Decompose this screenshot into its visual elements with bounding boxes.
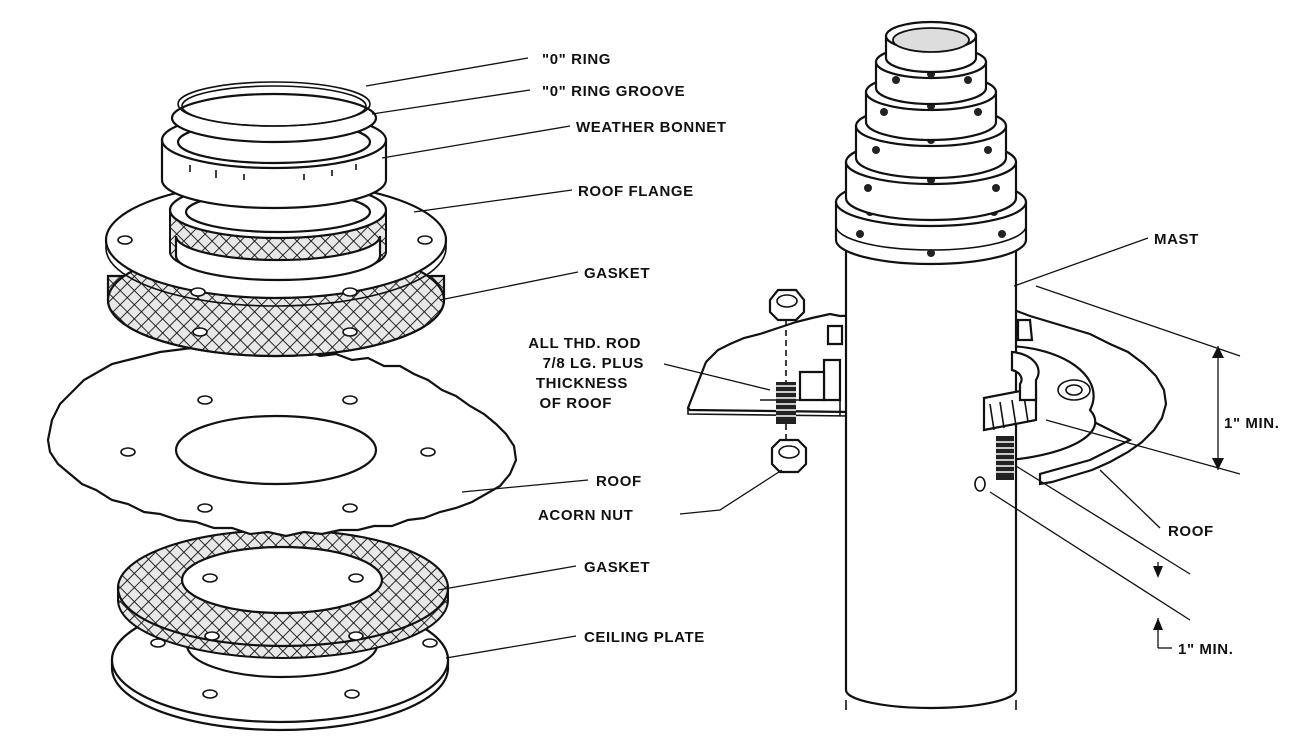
label-mast: MAST — [1154, 231, 1199, 248]
label-thd-rod-3: THICKNESS — [536, 375, 628, 392]
roof-left-sheet — [46, 344, 518, 538]
label-thd-rod-1: ALL THD. ROD — [528, 335, 641, 352]
label-o-ring: "0" RING — [542, 51, 611, 68]
hex-nut-top — [768, 288, 806, 322]
label-o-ring-groove: "0" RING GROOVE — [542, 83, 685, 100]
label-min-top: 1" MIN. — [1224, 415, 1279, 432]
label-roof-flange: ROOF FLANGE — [578, 183, 694, 200]
threaded-rod-right — [974, 436, 1014, 492]
leader-lines — [365, 57, 1161, 659]
label-weather-bonnet: WEATHER BONNET — [576, 119, 727, 136]
o-ring — [170, 81, 378, 144]
label-ceiling-plate: CEILING PLATE — [584, 629, 705, 646]
mast-clamp-left — [798, 358, 842, 402]
mast-telescoping-sections — [834, 20, 1028, 266]
labels: "0" RING "0" RING GROOVE WEATHER BONNET … — [528, 51, 1279, 658]
label-acorn-nut: ACORN NUT — [538, 507, 633, 524]
mast-clamp-right — [982, 350, 1040, 432]
label-min-bottom: 1" MIN. — [1178, 641, 1233, 658]
gasket-bottom — [116, 528, 450, 659]
label-thd-rod-4: OF ROOF — [539, 395, 612, 412]
label-gasket-top: GASKET — [584, 265, 650, 282]
dimension-bottom — [989, 465, 1191, 649]
acorn-nut — [770, 438, 808, 474]
label-gasket-bottom: GASKET — [584, 559, 650, 576]
mast-cylinder — [844, 238, 1018, 710]
threaded-rod-left — [776, 320, 796, 442]
label-thd-rod-2: 7/8 LG. PLUS — [543, 355, 644, 372]
label-roof-left: ROOF — [596, 473, 642, 490]
dimension-top — [1035, 285, 1241, 475]
label-roof-right: ROOF — [1168, 523, 1214, 540]
